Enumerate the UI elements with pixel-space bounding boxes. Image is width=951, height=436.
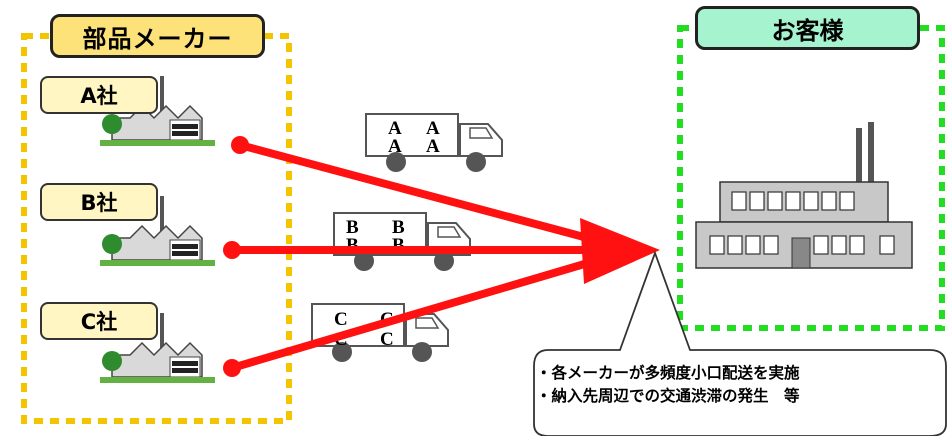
truck-letter: B (392, 217, 405, 238)
origin-dot (231, 136, 249, 154)
origin-dot (223, 241, 241, 259)
truck-letter: A (388, 136, 402, 157)
arrowhead-icon (580, 218, 660, 284)
company-b-label: B社 (40, 183, 158, 221)
speech-bubble (533, 250, 947, 436)
origin-dot (223, 359, 241, 377)
truck-letter: A (388, 118, 402, 139)
truck-letter: A (426, 118, 440, 139)
customer-group-border (677, 25, 945, 331)
truck-letter: C (334, 309, 348, 330)
note-line: ・各メーカーが多頻度小口配送を実施 (536, 364, 800, 382)
customer-factory-icon (695, 122, 913, 269)
delivery-arrow-line (228, 248, 629, 372)
customer-title: お客様 (695, 6, 920, 50)
company-c-label: C社 (40, 302, 158, 340)
note-line: ・納入先周辺での交通渋滞の発生 等 (536, 387, 800, 405)
company-a-label: A社 (40, 76, 158, 114)
maker-group-title: 部品メーカー (50, 14, 265, 58)
delivery-arrow-line (236, 141, 629, 252)
truck-letter: C (380, 329, 394, 350)
issue-note: ・各メーカーが多頻度小口配送を実施 ・納入先周辺での交通渋滞の発生 等 (536, 362, 936, 408)
truck-letter: A (426, 136, 440, 157)
truck-letter: B (346, 217, 359, 238)
